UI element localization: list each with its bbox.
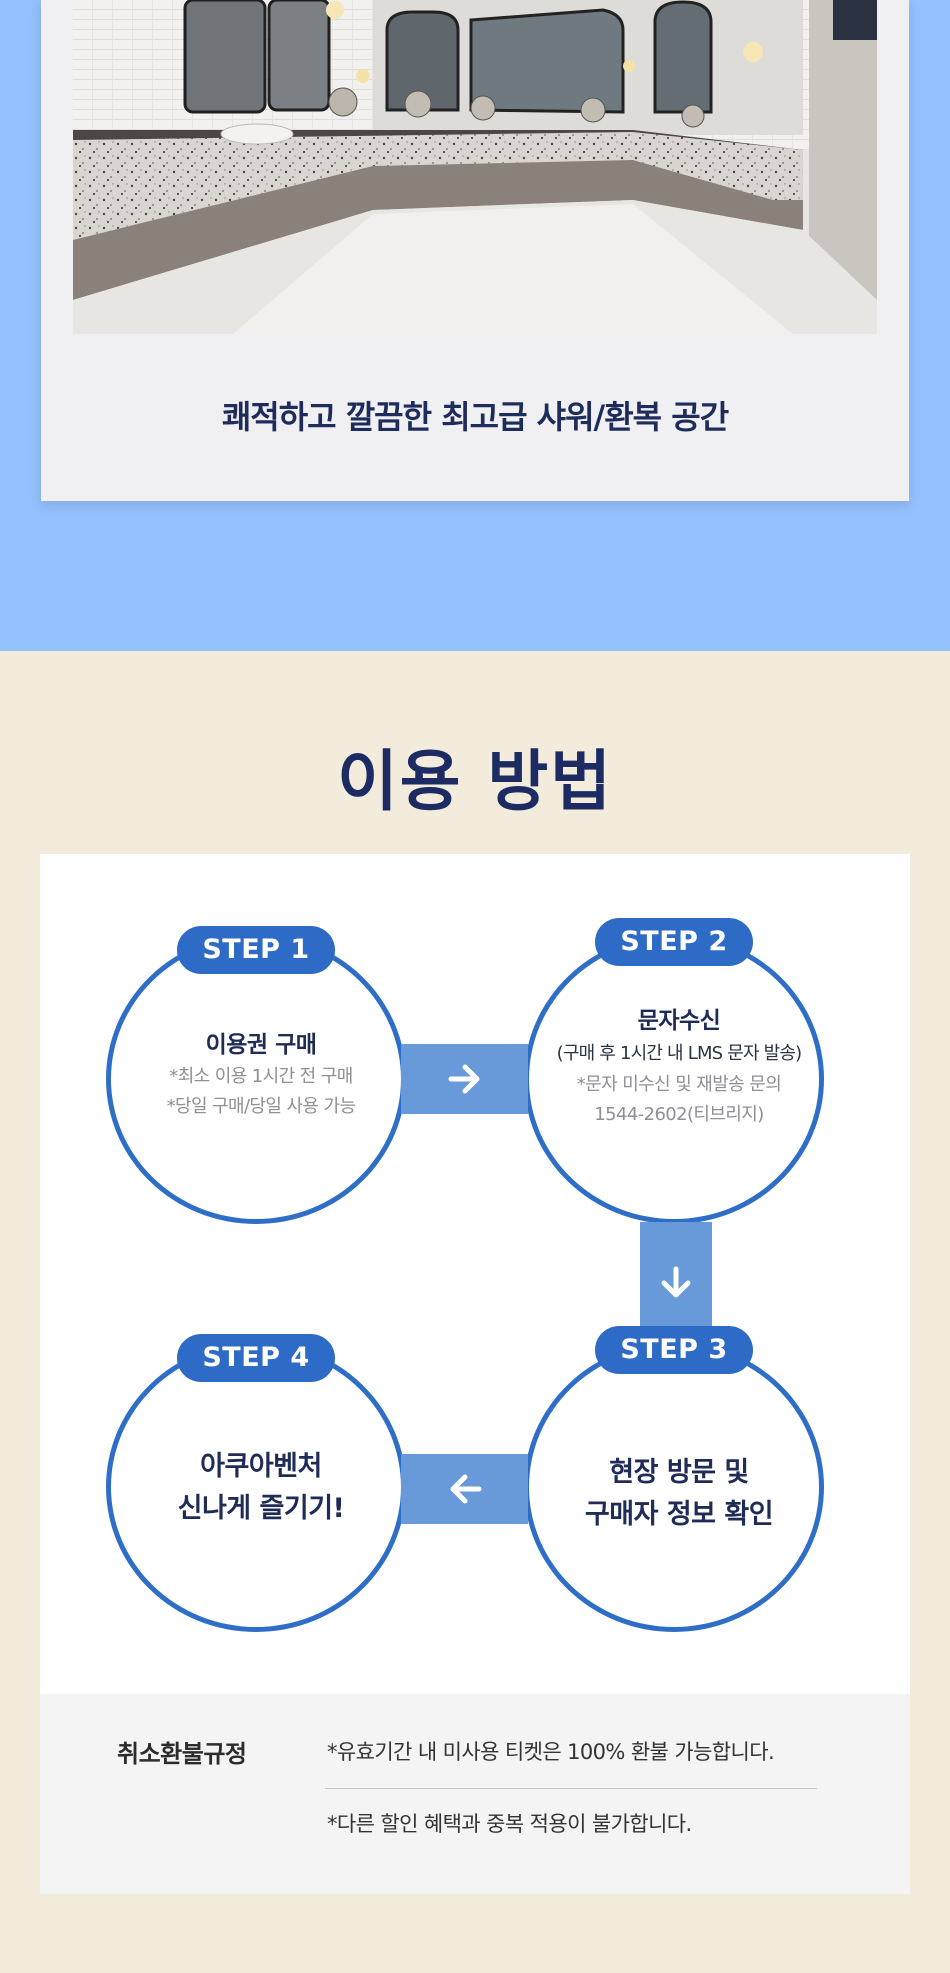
photo-caption: 쾌적하고 깔끔한 최고급 샤워/환복 공간 [221,398,729,436]
arrow-step2-to-step3 [640,1222,712,1344]
step-4-line: 신나게 즐기기! [177,1493,345,1524]
refund-item: *다른 할인 혜택과 중복 적용이 불가합니다. [327,1812,692,1836]
arrow-step3-to-step4 [401,1454,528,1524]
step-2-text: 문자수신 (구매 후 1시간 내 LMS 문자 발송) *문자 미수신 및 재발… [534,1004,824,1130]
step-1-badge: STEP 1 [177,926,335,974]
arrow-right-icon [448,1064,479,1094]
step-4-badge: STEP 4 [177,1334,335,1382]
step-3-text: 현장 방문 및 구매자 정보 확인 [534,1452,824,1536]
step-1-note: *당일 구매/당일 사용 가능 [166,1096,356,1117]
arrow-step1-to-step2 [401,1044,528,1114]
step-4-line: 아쿠아벤처 [200,1451,322,1482]
step-3-badge: STEP 3 [595,1326,753,1374]
step-2-title: 문자수신 [637,1008,721,1034]
step-1-title: 이용권 구매 [205,1032,317,1058]
step-2-note: *문자 미수신 및 재발송 문의 [576,1074,782,1095]
steps-panel: STEP 1 STEP 2 STEP 3 STEP 4 이용권 구매 *최소 이… [40,854,910,1694]
facility-section: 쾌적하고 깔끔한 최고급 샤워/환복 공간 [0,0,950,651]
step-2-detail: (구매 후 1시간 내 LMS 문자 발송) [556,1043,803,1064]
step-2-phone: 1544-2602(티브리지) [594,1104,764,1125]
arrow-left-icon [450,1474,481,1504]
refund-title: 취소환불규정 [117,1740,247,1768]
refund-divider [325,1788,817,1789]
step-3-line: 구매자 정보 확인 [584,1499,774,1530]
step-3-line: 현장 방문 및 [609,1457,749,1488]
step-1-text: 이용권 구매 *최소 이용 1시간 전 구매 *당일 구매/당일 사용 가능 [116,1028,406,1122]
arrow-down-icon [661,1266,691,1298]
step-1-note: *최소 이용 1시간 전 구매 [169,1066,353,1087]
refund-item: *유효기간 내 미사용 티켓은 100% 환불 가능합니다. [327,1740,775,1764]
usage-title: 이용 방법 [337,742,613,820]
photo-card: 쾌적하고 깔끔한 최고급 샤워/환복 공간 [41,0,909,501]
shower-room-photo [73,0,877,334]
refund-policy: 취소환불규정 *유효기간 내 미사용 티켓은 100% 환불 가능합니다. *다… [40,1694,910,1894]
step-4-text: 아쿠아벤처 신나게 즐기기! [116,1446,406,1530]
step-2-badge: STEP 2 [595,918,753,966]
